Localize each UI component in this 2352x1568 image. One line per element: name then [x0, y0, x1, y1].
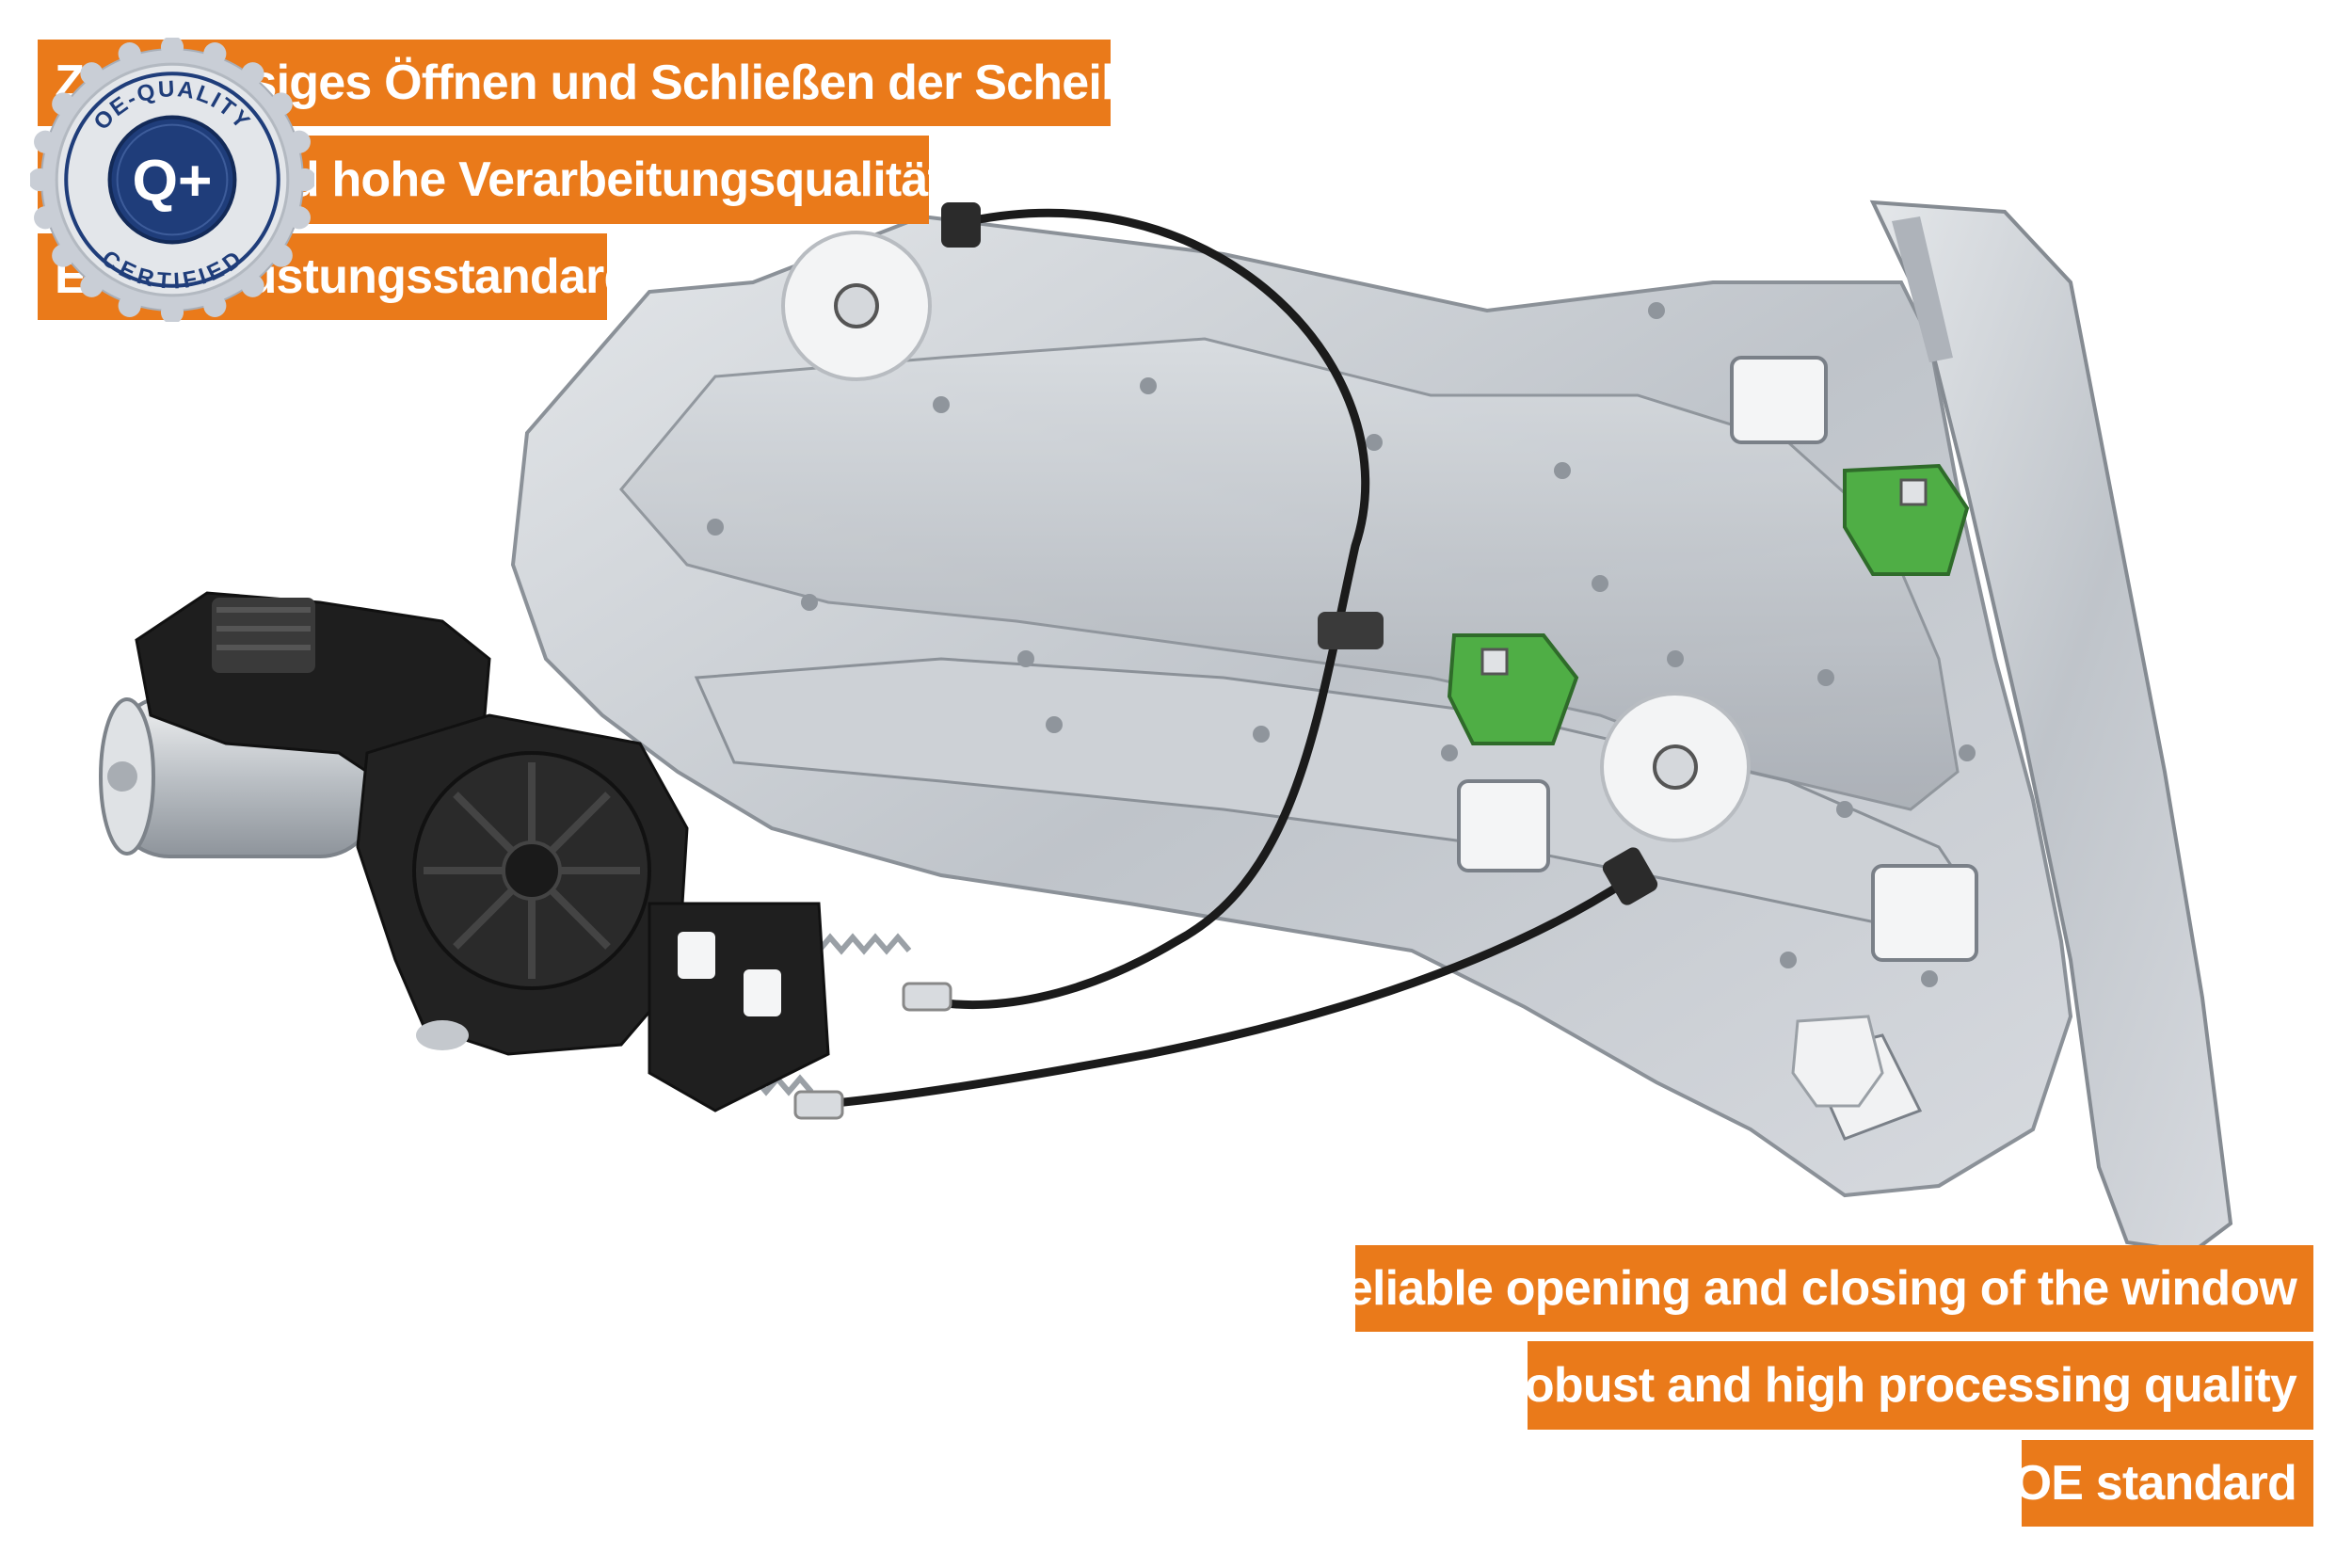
seal-center-text: Q+ [133, 149, 213, 214]
banner-en-reliable-opening: Reliable opening and closing of the wind… [1311, 1245, 2313, 1332]
oe-quality-certified-seal-icon: OE-QUALITY CERTIFIED Q+ [30, 38, 314, 322]
banner-en-oe-standard: OE standard [2014, 1440, 2313, 1527]
banner-en-robust-quality: Robust and high processing quality [1490, 1341, 2313, 1430]
